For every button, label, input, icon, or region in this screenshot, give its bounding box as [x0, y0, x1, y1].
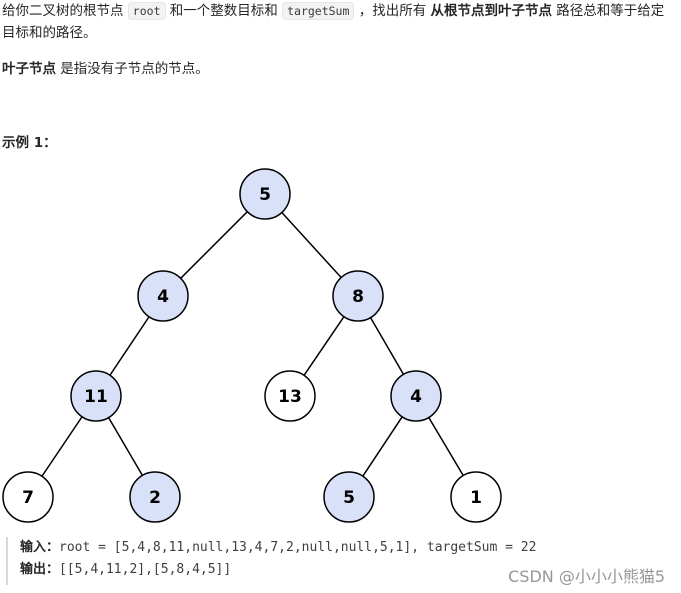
tree-node: 2	[129, 471, 181, 523]
tree-node-label: 5	[259, 185, 271, 205]
example-title: 示例 1：	[2, 135, 57, 151]
tree-node-circle	[137, 270, 189, 322]
tree-edge	[41, 416, 83, 477]
tree-node-circle	[70, 370, 122, 422]
tree-edge	[109, 316, 150, 376]
tree-node: 8	[332, 270, 384, 322]
example-io-block: 输入：root = [5,4,8,11,null,13,4,7,2,null,n…	[6, 537, 536, 585]
tree-edge	[428, 417, 464, 476]
tree-node: 7	[2, 471, 54, 523]
leaf-definition: 叶子节点 是指没有子节点的节点。	[2, 58, 209, 80]
output-value: [[5,4,11,2],[5,8,4,5]]	[59, 562, 232, 577]
tree-node-circle	[264, 370, 316, 422]
tree-node-label: 7	[22, 488, 34, 508]
input-line: 输入：root = [5,4,8,11,null,13,4,7,2,null,n…	[20, 537, 536, 559]
tree-node: 5	[323, 471, 375, 523]
leaf-bold: 叶子节点	[2, 61, 56, 77]
desc-text-1: 给你二叉树的根节点	[2, 3, 128, 19]
tree-node-circle	[239, 168, 291, 220]
tree-node-label: 4	[410, 387, 422, 407]
tree-edge	[362, 416, 403, 477]
tree-node-circle	[450, 471, 502, 523]
tree-node-circle	[129, 471, 181, 523]
tree-node-circle	[323, 471, 375, 523]
tree-node-label: 5	[343, 488, 355, 508]
description-paragraph: 给你二叉树的根节点 root 和一个整数目标和 targetSum ，找出所有 …	[2, 0, 674, 44]
desc-text-4: 路径总和等于给定目标和的路径。	[2, 3, 665, 41]
tree-node-label: 8	[352, 287, 364, 307]
input-value: root = [5,4,8,11,null,13,4,7,2,null,null…	[59, 540, 537, 555]
leaf-rest: 是指没有子节点的节点。	[56, 61, 209, 77]
tree-node: 11	[70, 370, 122, 422]
code-root: root	[127, 2, 166, 20]
tree-node-circle	[2, 471, 54, 523]
tree-node-circle	[390, 370, 442, 422]
tree-nodes: 5 4 8 11 13 4 7 2 5 1	[2, 168, 502, 523]
tree-edge	[369, 317, 405, 375]
tree-edge	[180, 211, 248, 279]
problem-description: 给你二叉树的根节点 root 和一个整数目标和 targetSum ，找出所有 …	[2, 0, 674, 77]
code-target-sum: targetSum	[282, 2, 355, 20]
tree-node-label: 1	[470, 488, 482, 508]
tree-node-label: 13	[278, 387, 302, 407]
tree-node-label: 2	[149, 488, 161, 508]
desc-bold-phrase: 从根节点到叶子节点	[430, 3, 553, 19]
tree-edges	[41, 211, 464, 477]
tree-node-circle	[332, 270, 384, 322]
desc-text-2: 和一个整数目标和	[165, 3, 283, 19]
tree-edge	[107, 417, 144, 476]
tree-node: 1	[450, 471, 502, 523]
output-line: 输出：[[5,4,11,2],[5,8,4,5]]	[20, 559, 536, 581]
tree-node: 5	[239, 168, 291, 220]
input-label: 输入：	[20, 540, 60, 555]
tree-node: 4	[390, 370, 442, 422]
tree-node-label: 4	[157, 287, 169, 307]
output-label: 输出：	[20, 562, 60, 577]
desc-text-3: ，找出所有	[354, 3, 431, 19]
tree-edge	[281, 211, 342, 279]
tree-node: 13	[264, 370, 316, 422]
watermark: CSDN @小小小熊猫5	[508, 567, 665, 586]
tree-node: 4	[137, 270, 189, 322]
tree-edge	[303, 316, 345, 376]
tree-node-label: 11	[84, 387, 108, 407]
